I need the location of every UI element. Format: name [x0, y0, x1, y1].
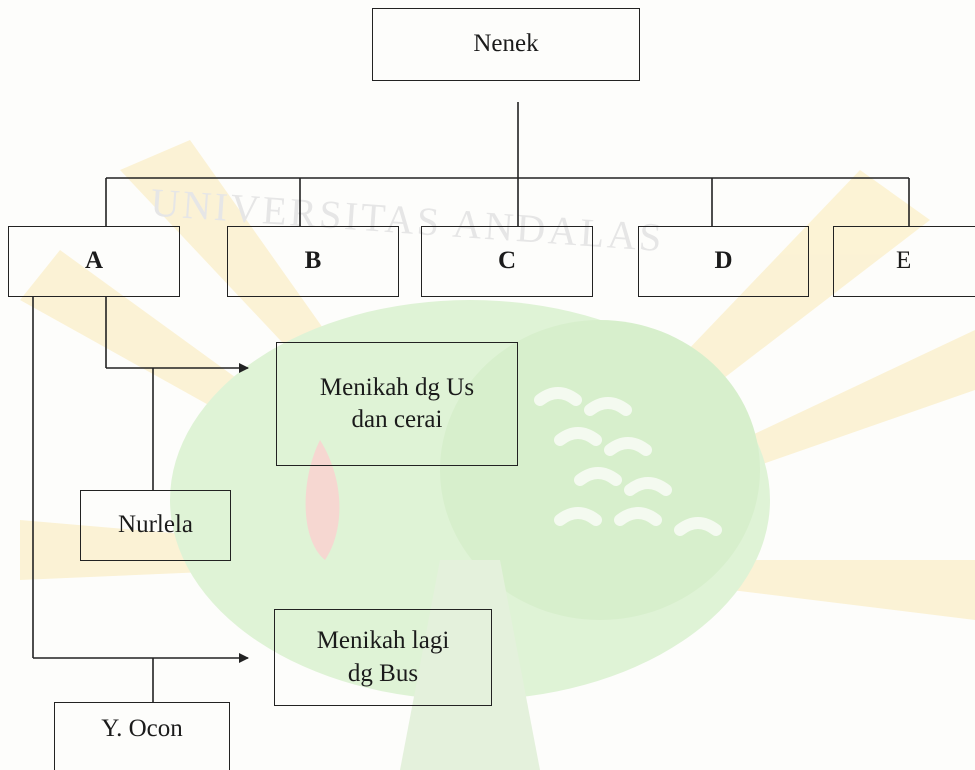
marriage-1-line-2: dan cerai	[351, 406, 443, 433]
node-b-label: B	[304, 247, 322, 275]
node-marriage-1: Menikah dg Us dan cerai	[276, 342, 518, 466]
node-nurlela-label: Nurlela	[118, 511, 193, 539]
node-e: E	[833, 226, 975, 297]
node-nenek-label: Nenek	[473, 30, 539, 58]
node-nurlela: Nurlela	[80, 490, 231, 561]
marriage-1-line-1: Menikah dg Us	[319, 373, 475, 401]
node-a: A	[8, 226, 180, 297]
node-nenek: Nenek	[372, 8, 640, 81]
marriage-2-line-2: dg Bus	[347, 659, 419, 687]
node-c-label: C	[497, 247, 517, 275]
node-d-label: D	[714, 247, 733, 275]
node-e-label: E	[896, 247, 912, 275]
node-marriage-2: Menikah lagi dg Bus	[274, 609, 492, 706]
marriage-2-line-1: Menikah lagi	[316, 627, 450, 654]
node-d: D	[638, 226, 809, 297]
node-b: B	[227, 226, 399, 297]
node-y-ocon: Y. Ocon	[54, 702, 230, 770]
node-y-ocon-label: Y. Ocon	[101, 715, 183, 742]
node-c: C	[421, 226, 593, 297]
node-a-label: A	[84, 247, 104, 275]
